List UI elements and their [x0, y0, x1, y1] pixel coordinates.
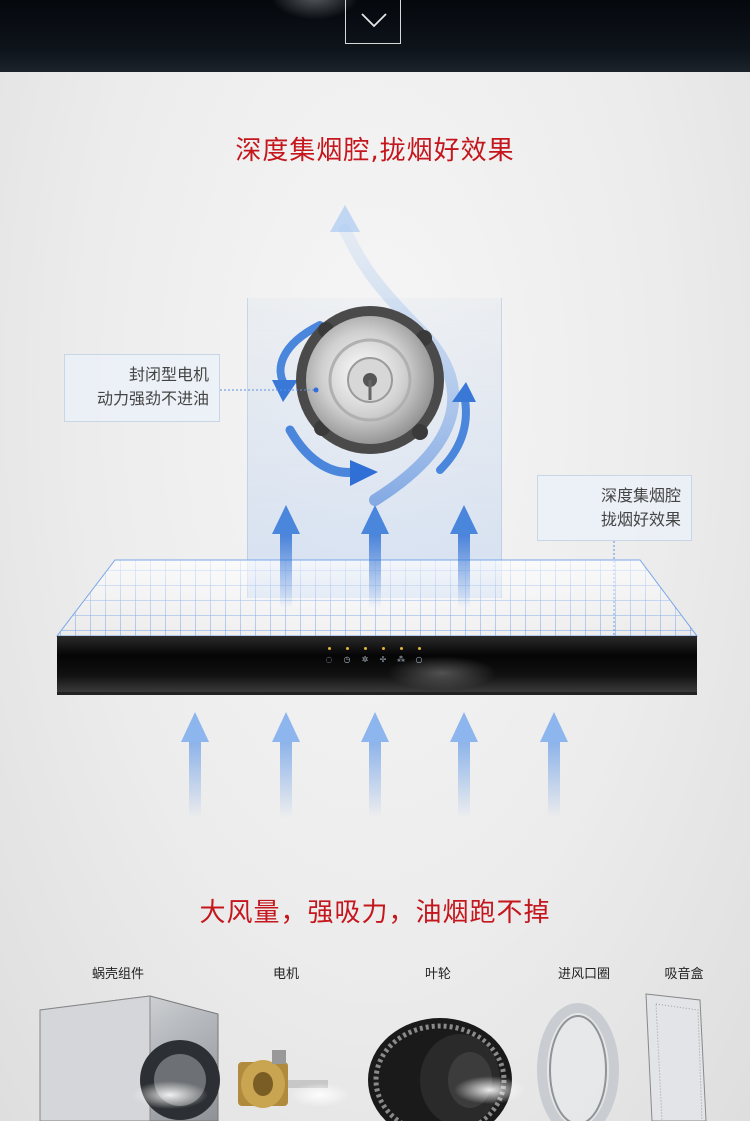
- timer-icon[interactable]: ◷: [343, 655, 351, 664]
- callout-motor: 封闭型电机 动力强劲不进油: [64, 354, 220, 422]
- part-label-inlet-ring: 进风口圈: [557, 967, 610, 982]
- intake-arrows-upper: [272, 505, 478, 608]
- section-headline-suction: 大风量，强吸力，油烟跑不掉: [199, 898, 551, 928]
- intake-arrows-lower: [181, 712, 568, 818]
- range-hood-front-panel: [57, 636, 697, 695]
- fan-icon[interactable]: ✢: [379, 655, 387, 664]
- part-label-motor: 电机: [272, 967, 299, 982]
- motor-image: [296, 306, 444, 454]
- part-label-impeller: 叶轮: [424, 967, 451, 982]
- callout-chamber: 深度集烟腔 拢烟好效果: [537, 475, 692, 541]
- inlet-ring-image: [537, 1003, 619, 1121]
- gear-icon[interactable]: ✲: [361, 655, 369, 664]
- section-headline-chamber: 深度集烟腔,拢烟好效果: [235, 136, 515, 166]
- outlet-arrow-icon: [330, 205, 360, 232]
- light-glow: [270, 0, 360, 20]
- callout-chamber-line1: 深度集烟腔: [600, 486, 681, 505]
- light-icon[interactable]: ⁂: [397, 655, 405, 664]
- silencer-box-image: [645, 993, 707, 1121]
- scroll-down-button[interactable]: [345, 0, 401, 44]
- top-banner: [0, 0, 750, 72]
- part-label-silencer-box: 吸音盒: [664, 967, 704, 982]
- callout-motor-line2: 动力强劲不进油: [96, 389, 209, 408]
- callout-chamber-line2: 拢烟好效果: [600, 510, 681, 529]
- power-icon[interactable]: ◌: [325, 655, 333, 664]
- power-off-icon[interactable]: ○: [415, 655, 423, 664]
- callout-motor-line1: 封闭型电机: [128, 365, 209, 384]
- chevron-down-icon: [361, 13, 387, 28]
- part-label-volute: 蜗壳组件: [91, 967, 144, 982]
- motor-part-image: [238, 1050, 350, 1108]
- impeller-image: [368, 1018, 526, 1121]
- volute-housing-image: [39, 995, 220, 1121]
